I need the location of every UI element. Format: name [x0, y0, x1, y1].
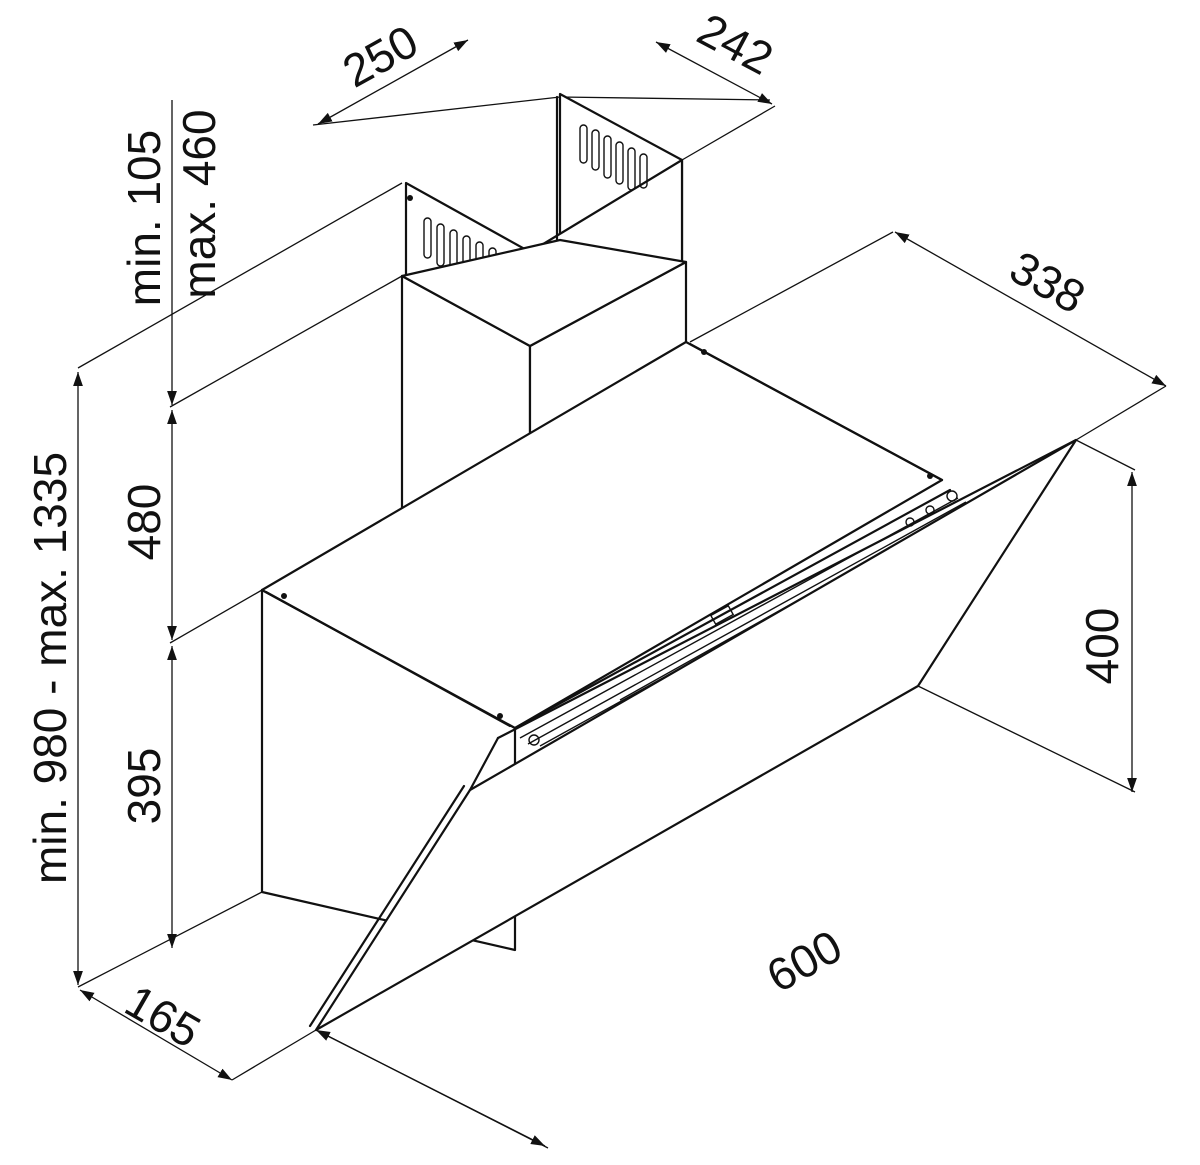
label-body-depth: 165: [117, 974, 209, 1057]
dimension-lines: [73, 39, 1167, 1147]
label-chimney-max: max. 460: [173, 109, 225, 298]
label-width: 600: [758, 920, 850, 1003]
label-total-height: min. 980 - max. 1335: [24, 452, 76, 884]
label-body-height: 395: [118, 748, 170, 825]
label-chimney-lower: 480: [118, 484, 170, 561]
vent-slots-back: [579, 124, 648, 191]
label-top-depth: 338: [1002, 241, 1094, 324]
label-chimney-width: 250: [334, 15, 426, 98]
label-glass-height: 400: [1076, 608, 1128, 685]
label-chimney-min: min. 105: [118, 130, 170, 306]
label-chimney-depth: 242: [689, 3, 781, 85]
glass-panel: [308, 438, 1078, 1032]
